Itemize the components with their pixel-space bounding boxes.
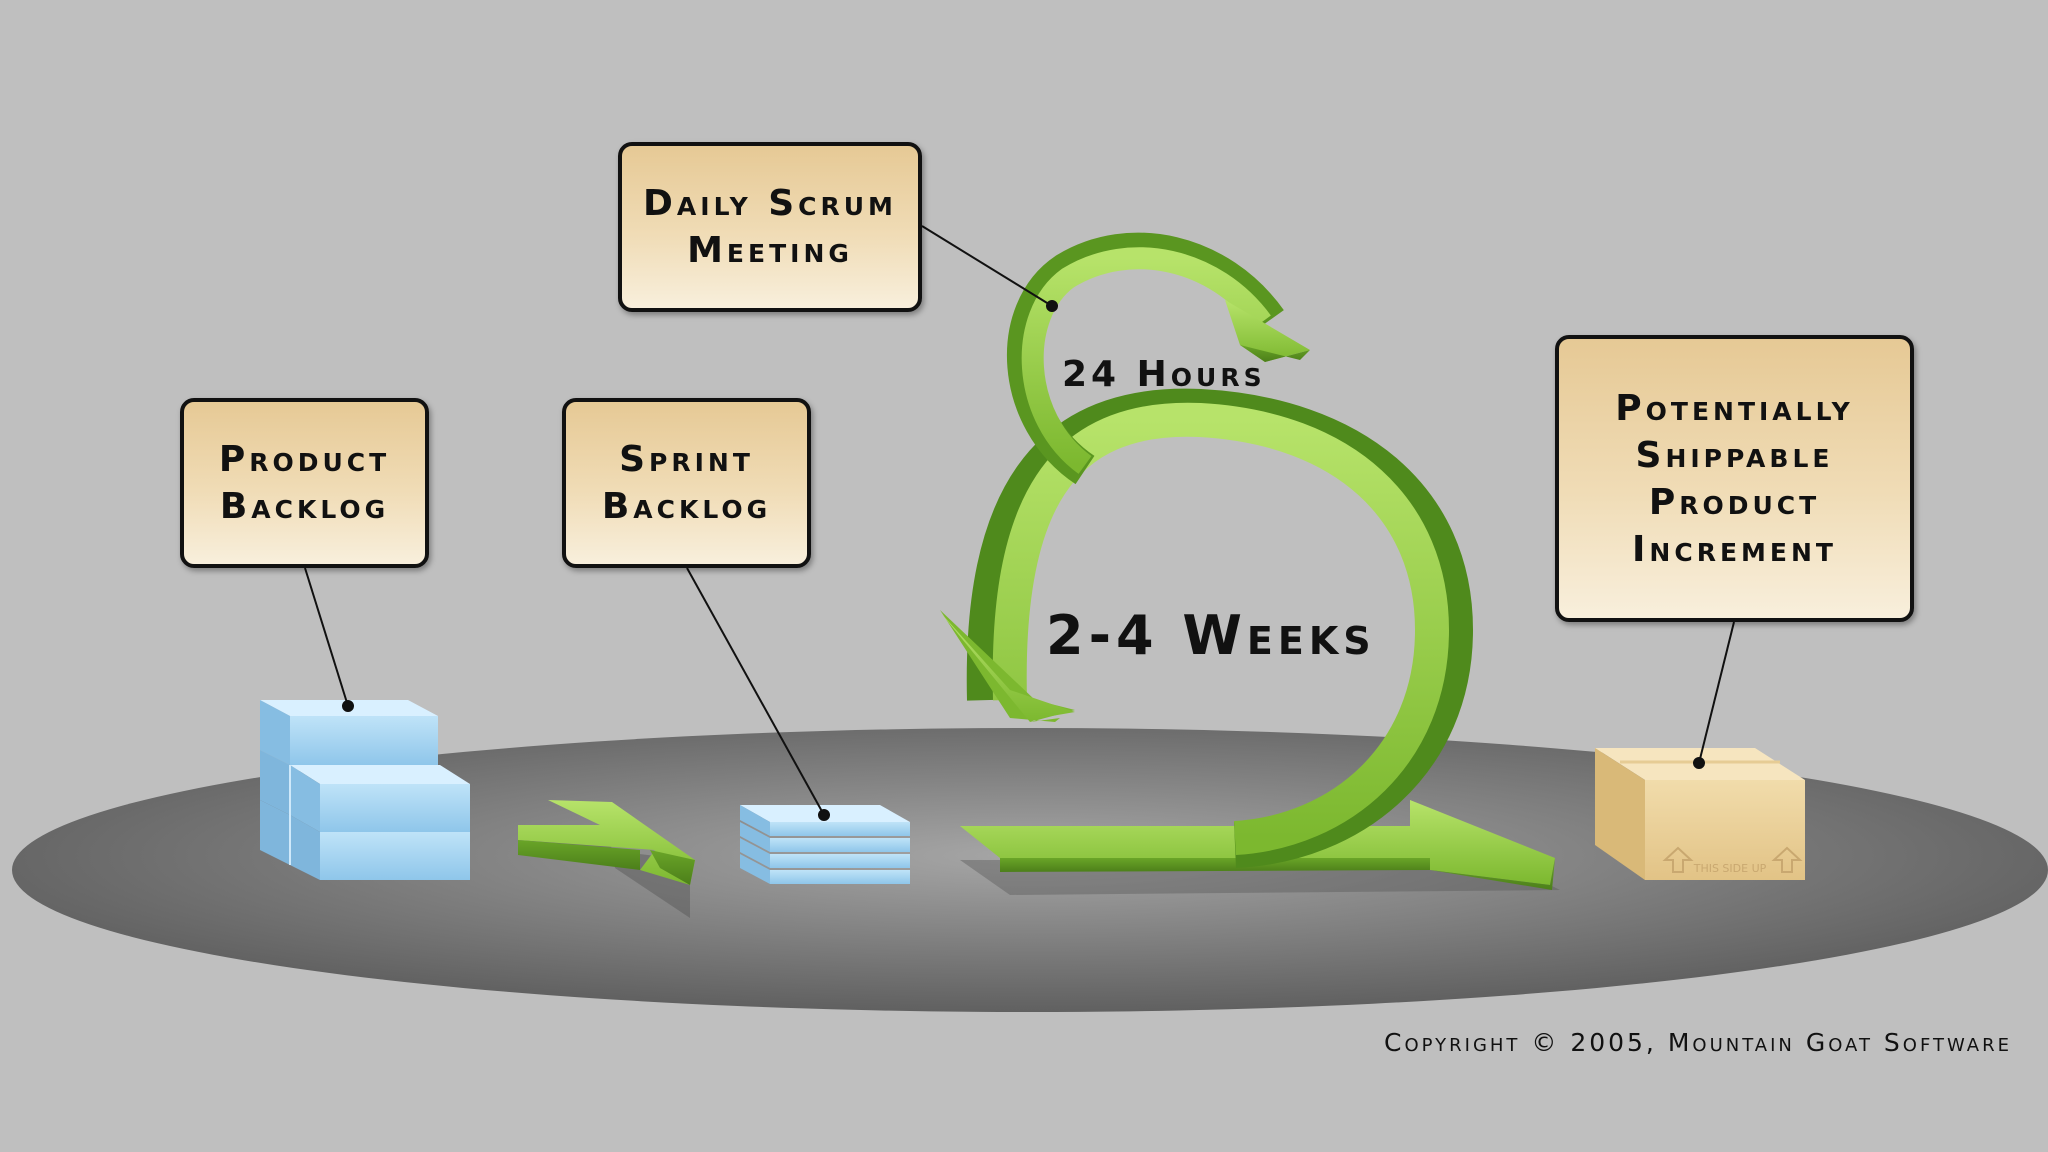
- label-line: Backlog: [219, 486, 390, 527]
- backlog-to-sprint-arrow: [518, 800, 695, 918]
- product-backlog-stack: [260, 700, 470, 880]
- increment-label: Potentially Shippable Product Increment: [1555, 335, 1914, 622]
- label-line: Meeting: [687, 230, 853, 271]
- box-print-text: THIS SIDE UP: [1693, 862, 1767, 875]
- up-arrow-icon: [1771, 846, 1803, 873]
- daily-cycle-label: 24 Hours: [1062, 354, 1266, 395]
- label-line: Sprint: [619, 439, 754, 480]
- daily-scrum-label: Daily Scrum Meeting: [618, 142, 922, 312]
- product-backlog-label: Product Backlog: [180, 398, 429, 568]
- label-line: Shippable: [1635, 434, 1834, 476]
- label-line: Potentially: [1615, 387, 1854, 429]
- sprint-cycle-arrow: [940, 232, 1560, 895]
- label-line: Product: [1648, 481, 1821, 523]
- sprint-backlog-label: Sprint Backlog: [562, 398, 811, 568]
- label-line: Daily Scrum: [643, 183, 897, 224]
- sprint-cycle-label: 2-4 Weeks: [1046, 604, 1376, 667]
- label-line: Increment: [1632, 528, 1837, 570]
- callout-lines: [304, 225, 1735, 821]
- copyright-notice: Copyright © 2005, Mountain Goat Software: [1384, 1028, 2012, 1057]
- up-arrow-icon: [1662, 846, 1694, 873]
- label-line: Backlog: [601, 486, 772, 527]
- label-line: Product: [218, 439, 391, 480]
